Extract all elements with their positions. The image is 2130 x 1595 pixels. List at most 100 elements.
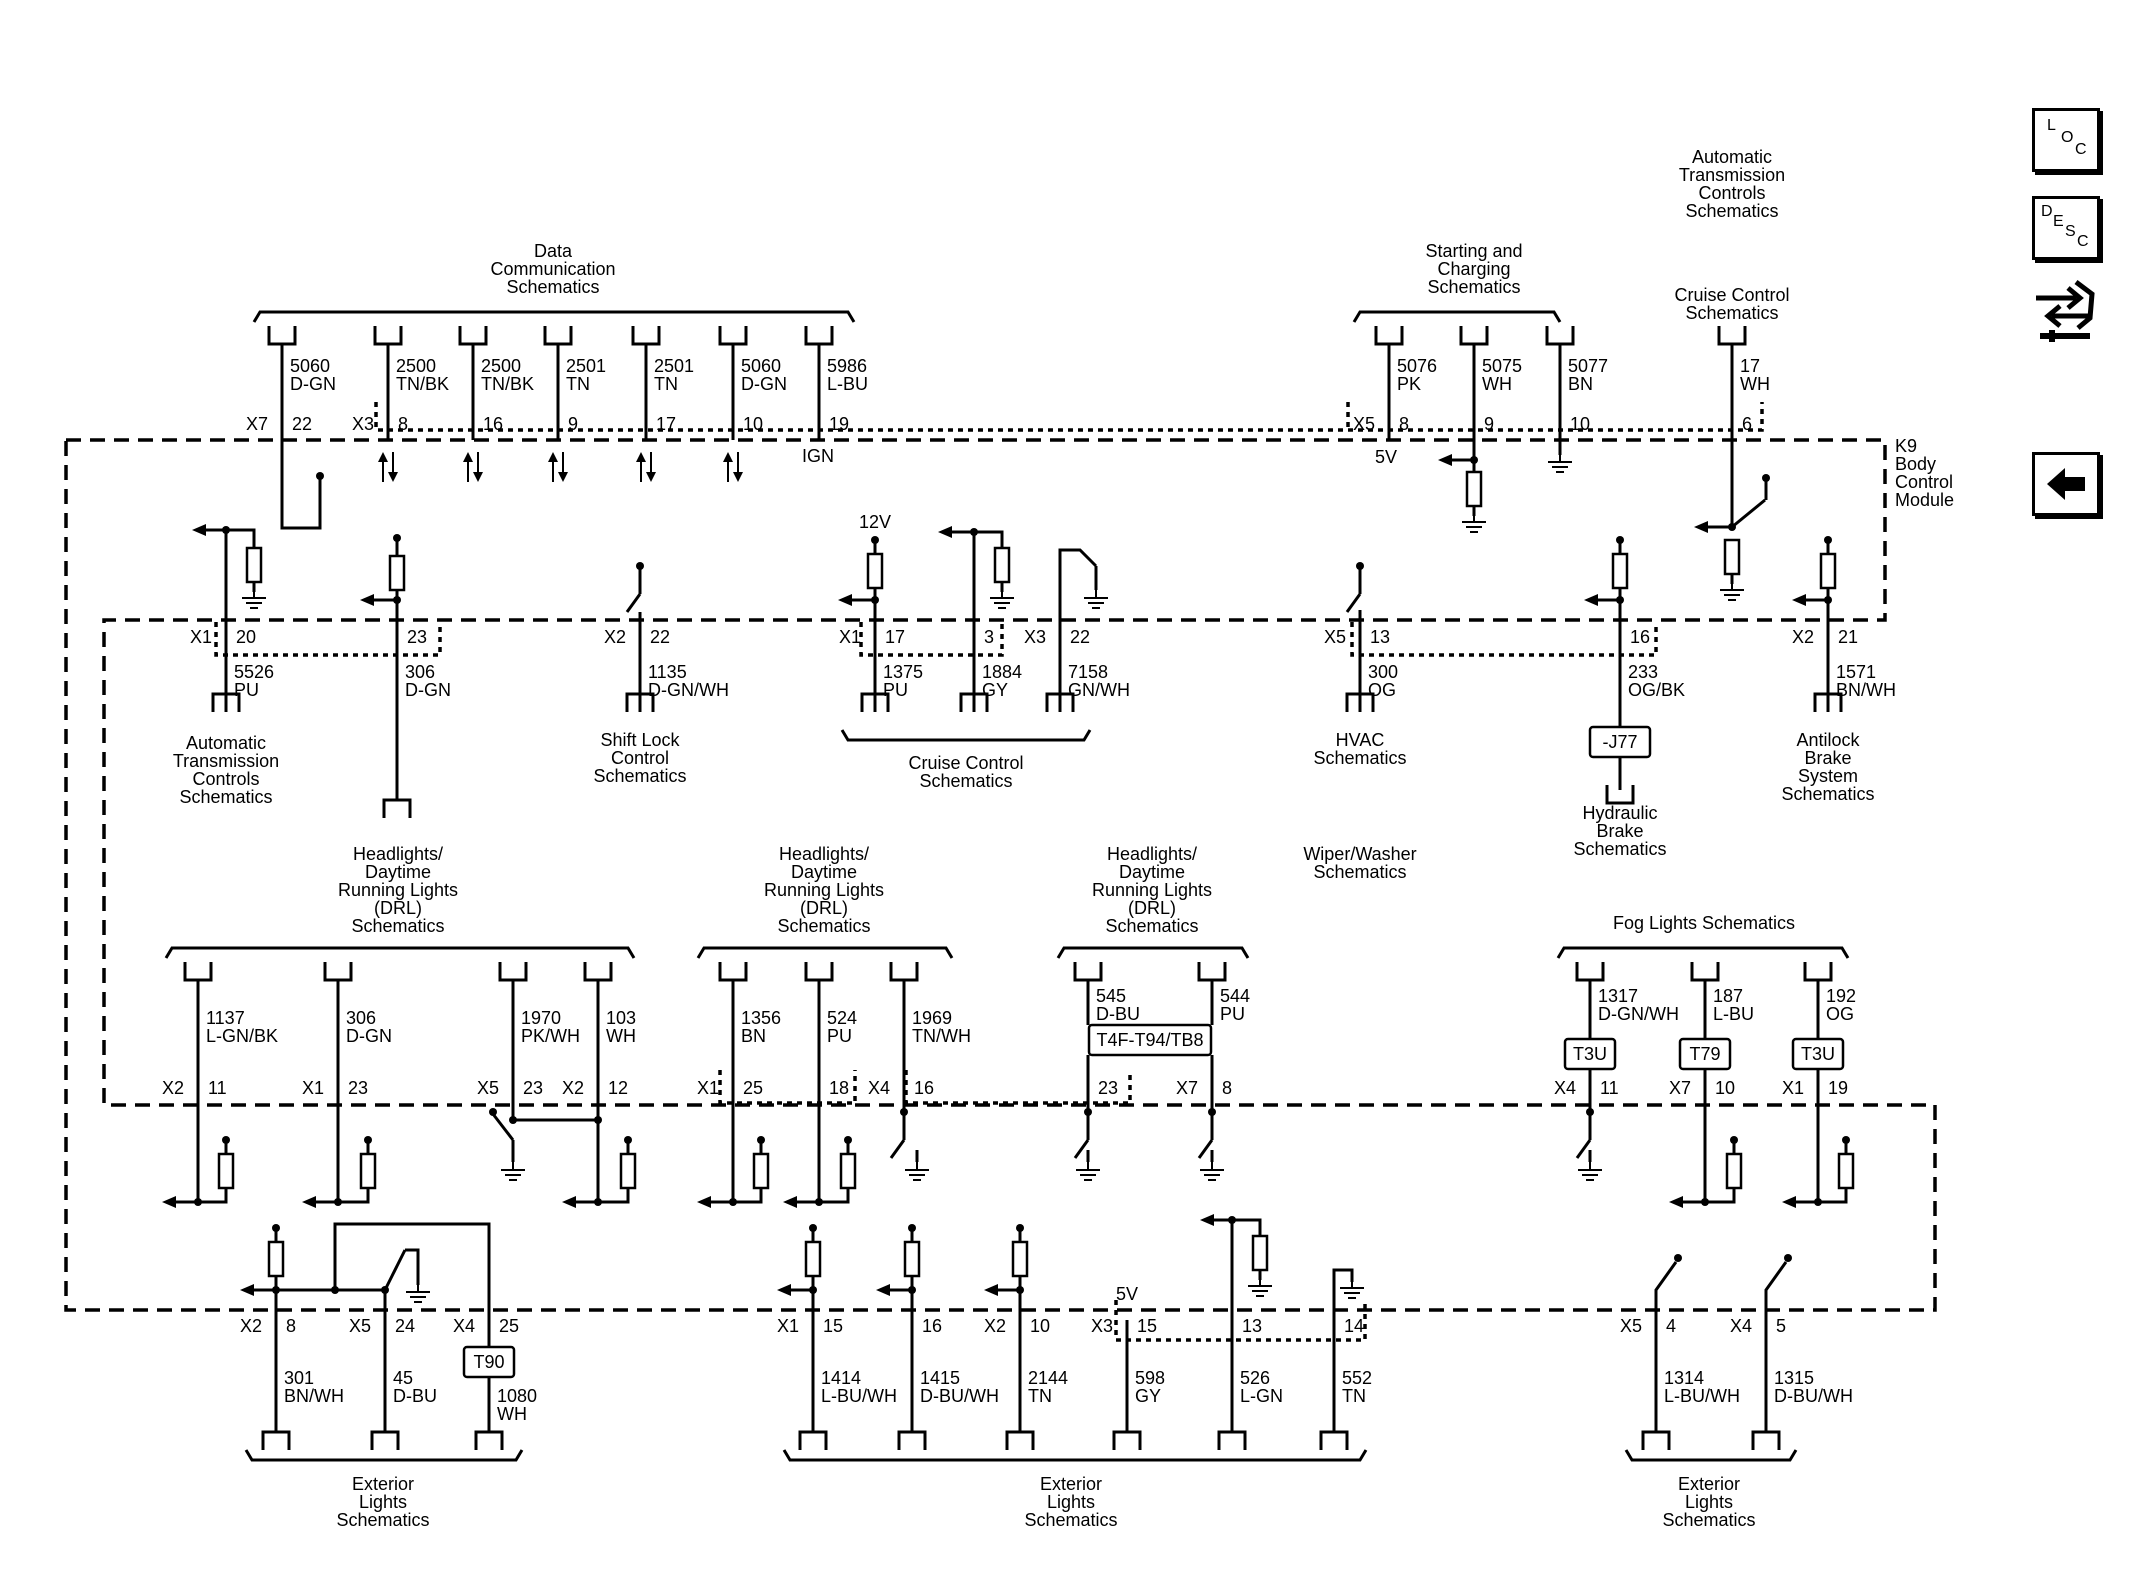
input-arrow-1571	[1792, 594, 1806, 606]
group-label-wiper-washer-line: Schematics	[1313, 862, 1406, 882]
switch-300-contact	[1356, 562, 1364, 570]
wire-label-low-circuit-number: 1356	[741, 1008, 781, 1028]
pin-bottom-connector-id: X2	[984, 1316, 1006, 1336]
loc-letter-c: C	[2075, 141, 2087, 158]
desc-letter-e: E	[2053, 213, 2064, 230]
pullup-terminal	[1842, 1136, 1850, 1144]
wire-label-low-circuit-number: 103	[606, 1008, 636, 1028]
desc-letter-d: D	[2041, 203, 2053, 220]
resistor-1375	[866, 552, 884, 590]
group-label-headlights-1-line: (DRL)	[374, 898, 422, 918]
wire-label-top-wire-color: D-GN	[290, 374, 336, 394]
pin-mid-connector-id: X5	[1324, 627, 1346, 647]
wire-label-top-wire-color: L-BU	[827, 374, 868, 394]
pin-top-pin-number: 16	[483, 414, 503, 434]
pin-mid-connector-id: X2	[1792, 627, 1814, 647]
pullup-terminal	[1730, 1136, 1738, 1144]
wire-label-top-wire-color: TN/BK	[396, 374, 449, 394]
group-label-fog-lights-line: Fog Lights Schematics	[1613, 913, 1795, 933]
pin-mid-pin-number: 3	[984, 627, 994, 647]
wire-label-low-circuit-number: 306	[346, 1008, 376, 1028]
wire-1315	[1764, 1261, 1788, 1433]
wire-label-bottom-circuit-number: 1415	[920, 1368, 960, 1388]
connector-terminal-bottom	[1319, 1430, 1349, 1450]
switch	[1345, 593, 1362, 613]
output-arrow	[876, 1284, 890, 1296]
pin-mid-connector-id: X3	[1024, 627, 1046, 647]
pin-bottom-pin-number: 14	[1344, 1316, 1364, 1336]
resistor-103	[619, 1152, 637, 1190]
connector-terminal-top	[267, 326, 297, 346]
wire-label-top-circuit-number: 2501	[654, 356, 694, 376]
resistor-233	[1611, 552, 1629, 590]
connector-terminal-top	[1374, 326, 1404, 346]
group-label-exterior-lights-3-line: Exterior	[1678, 1474, 1740, 1494]
resistor-output	[217, 1152, 235, 1190]
wire-label-top-wire-color: WH	[1740, 374, 1770, 394]
connector-end-view-icon[interactable]	[2032, 278, 2098, 350]
pin-mid-pin-number: 22	[650, 627, 670, 647]
pin-bottom-connector-id: X4	[453, 1316, 475, 1336]
resistor-output	[752, 1152, 770, 1190]
wire-label-top-wire-color: WH	[1482, 374, 1512, 394]
group-label-data-communication-line: Communication	[490, 259, 615, 279]
pin-low-connector-id: X1	[1782, 1078, 1804, 1098]
location-icon[interactable]: L O C	[2032, 108, 2100, 172]
description-icon[interactable]: D E S C	[2032, 196, 2100, 260]
pin-top-connector-id: X7	[246, 414, 268, 434]
group-label-cruise-control-line: Cruise Control	[908, 753, 1023, 773]
wire-label-mid-circuit-number: 1571	[1836, 662, 1876, 682]
connector-terminal-mid	[211, 692, 241, 712]
wire-label-bottom-circuit-number: 598	[1135, 1368, 1165, 1388]
wire-label-low-circuit-number: 187	[1713, 986, 1743, 1006]
connector-terminal-mid	[382, 798, 412, 818]
group-label-headlights-2-line: Schematics	[777, 916, 870, 936]
wire-label-mid-circuit-number: 1135	[648, 662, 687, 682]
pin-low-connector-id: X7	[1669, 1078, 1691, 1098]
connector-terminal-low	[718, 962, 748, 982]
connector-terminal-bottom	[1112, 1430, 1142, 1450]
pullup-terminal	[908, 1224, 916, 1232]
pin-low-pin-number: 12	[608, 1078, 628, 1098]
wire-label-low-wire-color: D-GN	[346, 1026, 392, 1046]
brace-data-communication	[252, 310, 856, 323]
brace-cruise-control	[840, 729, 1092, 742]
wire-label-bottom-circuit-number: 1080	[497, 1386, 537, 1406]
connector-terminal-bottom	[1751, 1430, 1781, 1450]
wire-label-low-wire-color: OG	[1826, 1004, 1854, 1024]
connector-terminal-top	[1459, 326, 1489, 346]
back-arrow-icon[interactable]	[2032, 452, 2100, 516]
splice-dot	[509, 1116, 517, 1124]
connector-terminal-bottom	[798, 1430, 828, 1450]
wire-label-low-circuit-number: 1137	[206, 1008, 245, 1028]
wire-label-low-wire-color: D-GN/WH	[1598, 1004, 1679, 1024]
pin-mid-pin-number: 21	[1838, 627, 1858, 647]
pin-bottom-pin-number: 15	[1137, 1316, 1157, 1336]
wire-ground	[405, 1248, 420, 1285]
wire-label-top-circuit-number: 2501	[566, 356, 606, 376]
wire-label-low-wire-color: PK/WH	[521, 1026, 580, 1046]
wire-label-mid-wire-color: OG/BK	[1628, 680, 1685, 700]
connector-terminal-bottom	[1005, 1430, 1035, 1450]
pin-bottom-pin-number: 16	[922, 1316, 942, 1336]
pin-bottom-connector-id: X5	[1620, 1316, 1642, 1336]
resistor-5075	[1465, 470, 1483, 508]
wire-label-bottom-wire-color: L-BU/WH	[1664, 1386, 1740, 1406]
wire-label-top-wire-color: TN/BK	[481, 374, 534, 394]
wire-label-mid-wire-color: D-GN	[405, 680, 451, 700]
wire-label-low-wire-color: D-BU	[1096, 1004, 1140, 1024]
group-label-antilock-brake-line: System	[1798, 766, 1858, 786]
wire-label-top-circuit-number: 5060	[290, 356, 330, 376]
ground-545	[1076, 1162, 1100, 1181]
pin-top-pin-number: 10	[743, 414, 763, 434]
connector-end-view-icon-svg	[2036, 280, 2095, 342]
group-label-antilock-brake-line: Schematics	[1781, 784, 1874, 804]
wire-label-bottom-wire-color: TN	[1342, 1386, 1366, 1406]
connector-terminal-top	[373, 326, 403, 346]
connector-terminal-top	[631, 326, 661, 346]
wire-label-mid-circuit-number: 300	[1368, 662, 1398, 682]
connector-terminal-low	[1803, 962, 1833, 982]
pin-bottom-pin-number: 24	[395, 1316, 415, 1336]
connector-terminal-mid	[1045, 692, 1075, 712]
pin-bottom-pin-number: 5	[1776, 1316, 1786, 1336]
